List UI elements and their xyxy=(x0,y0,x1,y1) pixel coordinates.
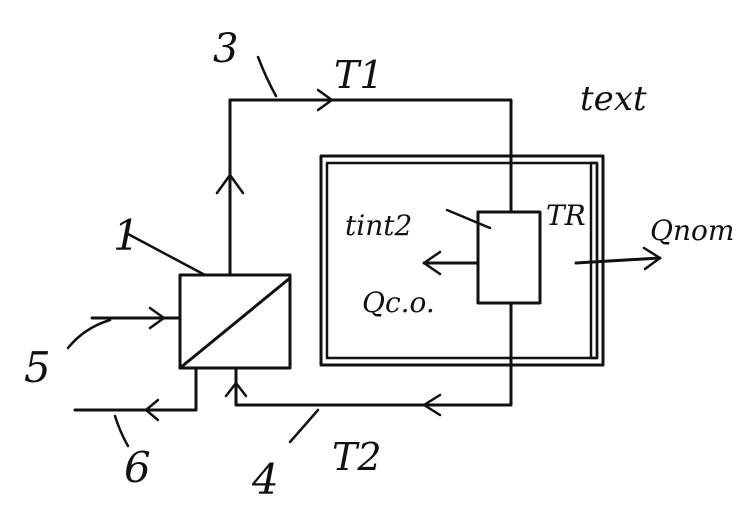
label-4: 4 xyxy=(251,455,279,504)
label-6: 6 xyxy=(124,443,151,492)
supply-up-arrow xyxy=(215,173,245,195)
heat-loss-flow xyxy=(574,246,662,271)
room-outer-wall xyxy=(319,154,605,367)
label-qco: Qc.o. xyxy=(362,286,435,319)
leader-tint2 xyxy=(445,208,492,230)
heat-flow-co-arrow xyxy=(422,250,442,276)
leader-1 xyxy=(126,232,207,277)
label-tr: TR xyxy=(546,199,586,232)
output-6 xyxy=(73,366,198,448)
label-t1: T1 xyxy=(334,53,384,97)
heat-flow-co xyxy=(422,250,480,276)
return-pipe xyxy=(224,301,513,444)
output-line xyxy=(73,366,198,412)
return-left-arrow xyxy=(422,393,442,417)
supply-right-arrow xyxy=(316,88,334,112)
label-5: 5 xyxy=(24,343,51,392)
input-arrow xyxy=(148,306,166,330)
return-up-arrow xyxy=(224,381,248,398)
input-5 xyxy=(66,306,182,350)
leader-5 xyxy=(66,318,112,350)
heat-exchanger xyxy=(178,273,292,370)
output-arrow xyxy=(144,398,160,422)
leader-4 xyxy=(288,408,320,444)
label-qpot: Qпот xyxy=(650,214,734,247)
label-text: text xyxy=(580,79,647,119)
supply-line xyxy=(228,98,513,277)
return-line xyxy=(234,301,513,407)
radiator xyxy=(476,210,542,305)
label-3: 3 xyxy=(213,26,238,72)
label-1: 1 xyxy=(113,211,140,260)
room-inner-wall xyxy=(325,161,599,360)
heat-loss-arrow xyxy=(642,246,662,271)
heat-loss-line xyxy=(574,256,662,265)
label-t2: T2 xyxy=(332,435,382,479)
room-enclosure xyxy=(319,154,605,367)
label-tint2: tint2 xyxy=(345,209,412,242)
exchanger-diagonal xyxy=(178,276,292,370)
leader-6 xyxy=(113,414,130,448)
leader-3 xyxy=(256,55,278,98)
